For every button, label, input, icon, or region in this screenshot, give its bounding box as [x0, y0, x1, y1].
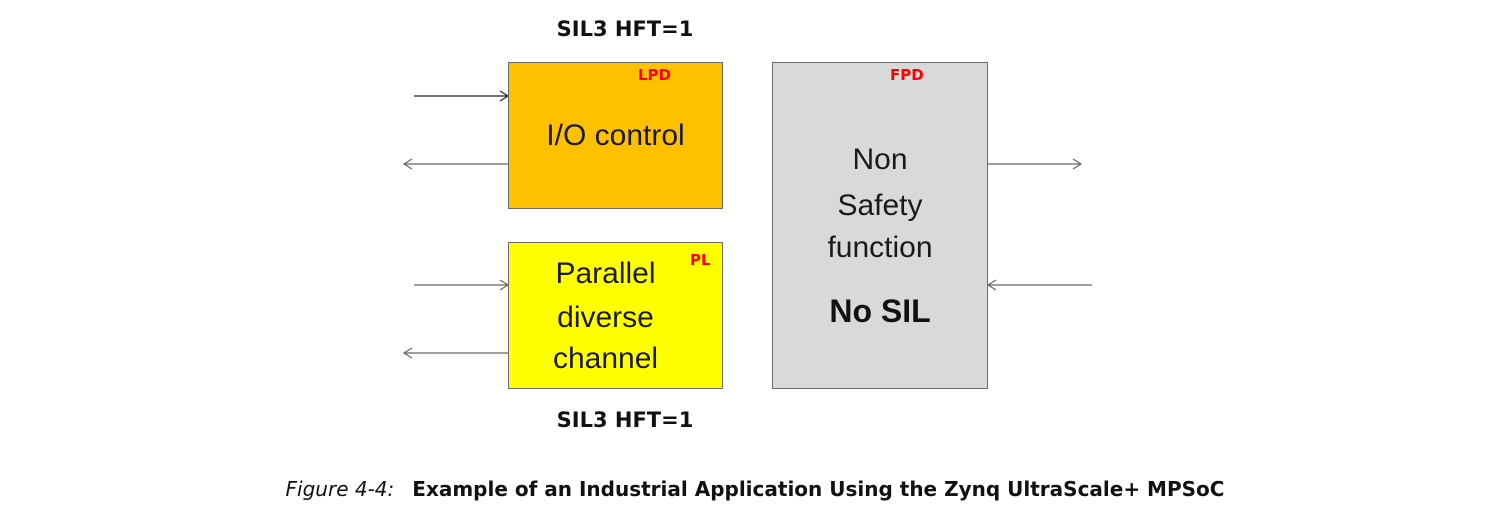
non-safety-label-line-2: Safety [837, 189, 923, 222]
lpd-tag: LPD [638, 66, 672, 84]
non-safety-label-line-1: Non [852, 143, 908, 176]
sil-rating-label: No SIL [829, 293, 931, 329]
top-sil-label: SIL3 HFT=1 [556, 17, 694, 41]
bottom-sil-label: SIL3 HFT=1 [556, 408, 694, 432]
figure-number: Figure 4-4: [285, 477, 395, 501]
figure-title: Example of an Industrial Application Usi… [412, 477, 1225, 501]
pl-tag: PL [690, 251, 711, 269]
io-control-label: I/O control [546, 119, 685, 152]
parallel-label-line-3: channel [552, 342, 659, 375]
non-safety-block: FPD Non Safety function No SIL [772, 62, 988, 389]
non-safety-label-line-3: function [827, 231, 933, 264]
fpd-tag: FPD [890, 66, 924, 84]
parallel-label-line-1: Parallel [555, 257, 656, 290]
parallel-channel-block: PL Parallel diverse channel [508, 242, 723, 389]
arrowhead-out-parallel-channel [402, 347, 413, 359]
io-control-block: LPD I/O control [508, 62, 723, 209]
arrowhead-in-non-safety [986, 279, 997, 291]
parallel-label-line-2: diverse [557, 301, 654, 334]
figure-caption: Figure 4-4: Example of an Industrial Appl… [0, 477, 1510, 501]
arrowhead-out-non-safety [1072, 158, 1083, 170]
arrowhead-out-io-control [402, 158, 413, 170]
